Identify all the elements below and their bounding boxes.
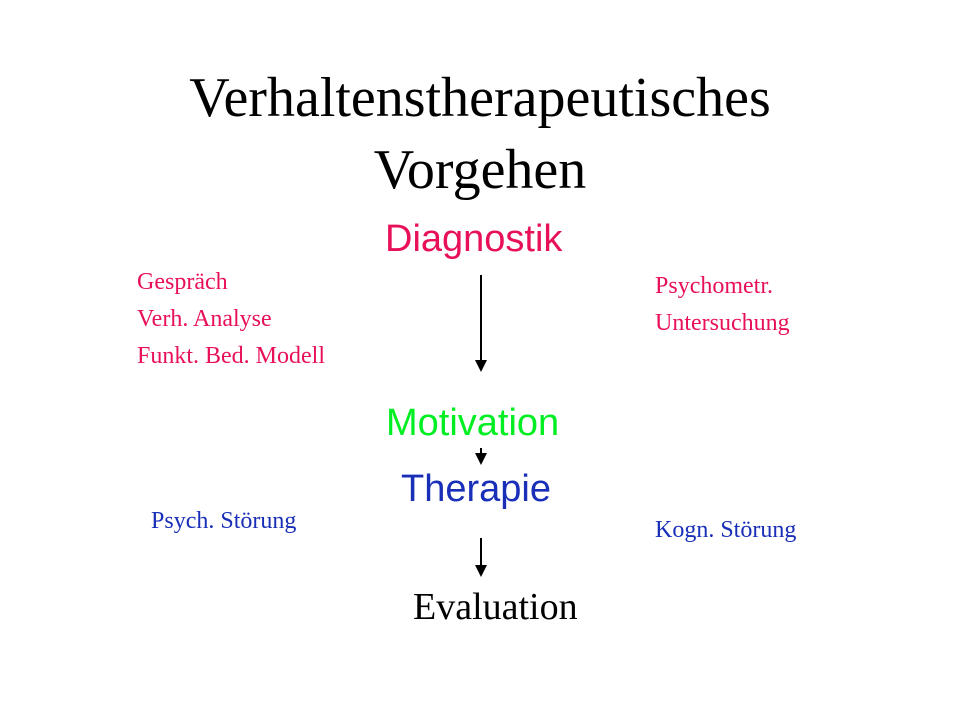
diagnostik-left-item: Funkt. Bed. Modell [137,343,326,369]
diagnostik-left-list: Gespräch Verh. Analyse Funkt. Bed. Model… [137,264,325,375]
diagnostik-label: Diagnostik [385,218,563,260]
arrow-motivation-to-therapie [475,448,487,465]
diagnostik-right-item: Psychometr. [655,273,773,299]
arrow-therapie-to-evaluation [475,538,487,577]
slide-title: Verhaltenstherapeutisches Vorgehen [0,62,960,206]
evaluation-label: Evaluation [413,586,578,628]
therapie-left-label: Psych. Störung [151,508,297,534]
therapie-label: Therapie [401,468,551,510]
therapie-right-label: Kogn. Störung [655,517,797,543]
diagnostik-left-item: Verh. Analyse [137,306,272,332]
motivation-label: Motivation [386,402,560,444]
diagnostik-right-list: Psychometr. Untersuchung [655,268,790,342]
title-line-2: Vorgehen [373,139,587,201]
diagnostik-right-item: Untersuchung [655,310,790,336]
arrow-diagnostik-to-motivation [475,275,487,372]
diagnostik-left-item: Gespräch [137,269,228,295]
title-line-1: Verhaltenstherapeutisches [189,67,771,129]
